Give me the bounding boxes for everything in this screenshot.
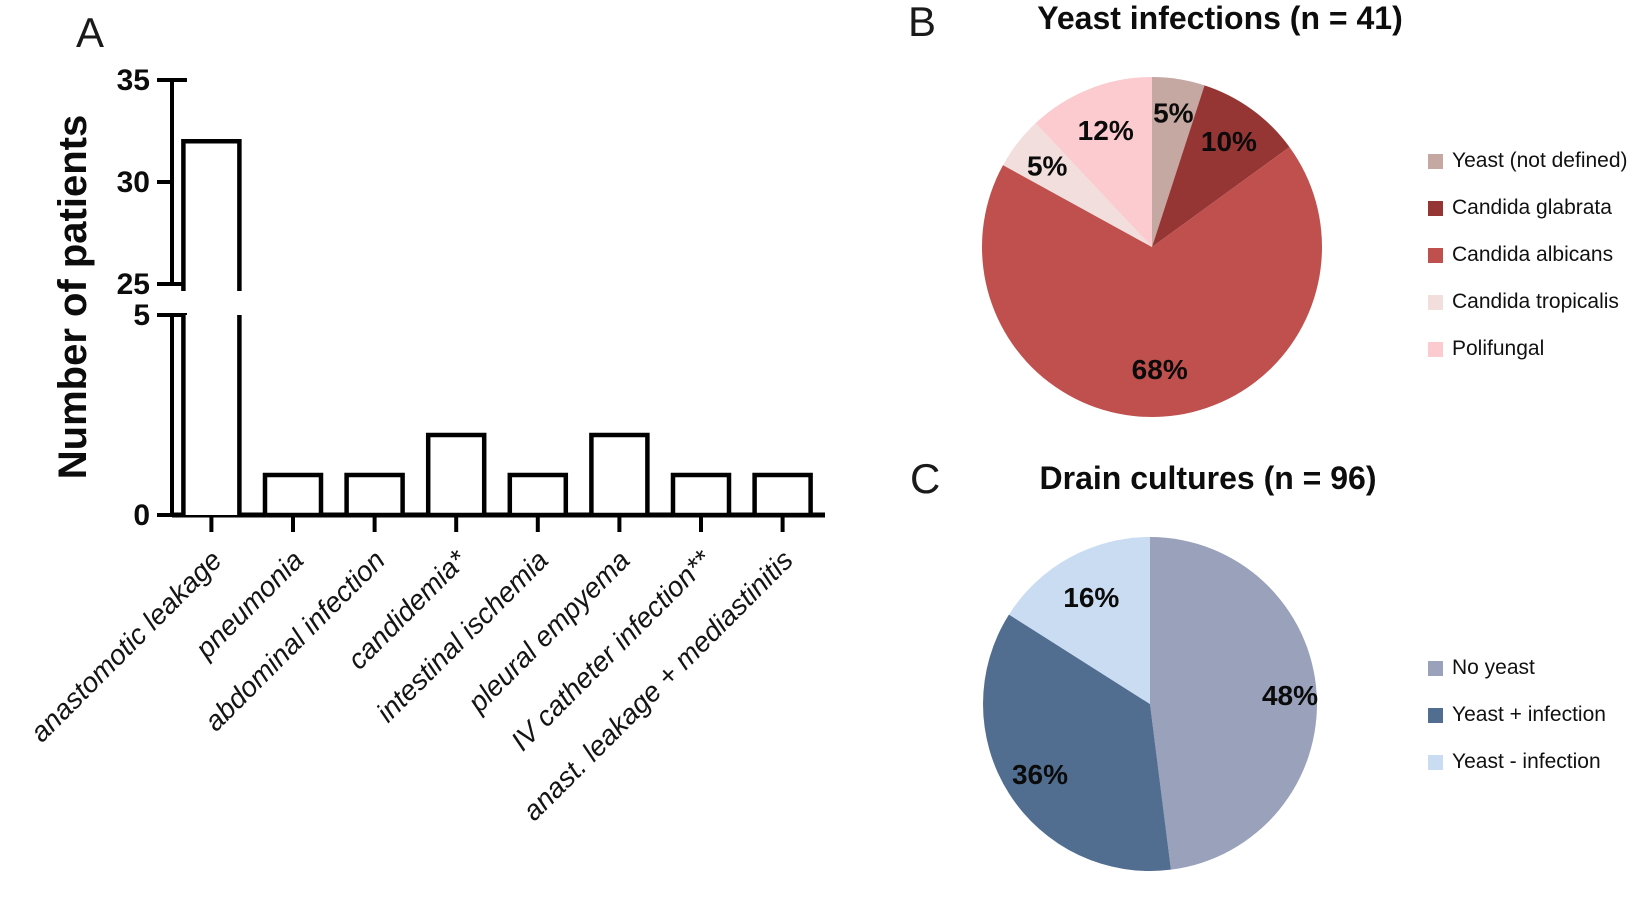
- legend-swatch: [1428, 754, 1443, 770]
- bar-anastomotic-leakage-lower: [181, 315, 242, 515]
- pie-data-label-yeast-infection: 36%: [1012, 759, 1068, 790]
- pie-slice-yeast-not-defined: [1152, 77, 1205, 247]
- legend-swatch: [1428, 247, 1443, 263]
- pie-slice-polifungal: [1035, 77, 1152, 247]
- y-axis-title: Number of patients: [51, 115, 95, 479]
- pie-chart-yeast-infections: 5%10%68%5%12%: [981, 77, 1322, 418]
- legend-swatch: [1428, 294, 1443, 310]
- legend-swatch: [1428, 341, 1443, 357]
- legend-label: Candida glabrata: [1452, 196, 1612, 219]
- pie-data-label-yeast-not-defined: 5%: [1153, 98, 1194, 129]
- y-tick-label: 0: [133, 499, 150, 532]
- legend-label: Candida tropicalis: [1452, 290, 1619, 313]
- bar-anast-leakage-mediastinitis: [752, 472, 813, 518]
- bar-intestinal-ischemia: [507, 472, 569, 518]
- legend-item: Yeast + infection: [1428, 703, 1606, 727]
- legend-label: No yeast: [1452, 656, 1535, 679]
- bar-pneumonia: [262, 472, 324, 518]
- legend-item: Candida albicans: [1428, 243, 1628, 267]
- bar-candidemia: [425, 432, 487, 518]
- pie-data-label-yeast-infection: 16%: [1063, 582, 1119, 613]
- pie-chart-drain-cultures: 48% 36% 16%: [983, 537, 1318, 871]
- pie-data-label-polifungal: 12%: [1078, 115, 1134, 146]
- legend-item: Candida glabrata: [1428, 196, 1628, 220]
- bar-anastomotic-leakage-lower-fill: [183, 315, 240, 515]
- pie-slice-candida-glabrata: [1152, 85, 1290, 247]
- panel-label-c: C: [910, 455, 941, 502]
- y-tick-label: 5: [133, 299, 150, 332]
- legend-label: Yeast (not defined): [1452, 149, 1628, 172]
- legend-drain-cultures: No yeast Yeast + infection Yeast - infec…: [1428, 656, 1606, 774]
- legend-label: Yeast - infection: [1452, 750, 1601, 773]
- legend-label: Polifungal: [1452, 337, 1545, 360]
- y-tick-label: 30: [117, 166, 150, 199]
- pie-slice-candida-albicans: [981, 147, 1322, 418]
- legend-item: Yeast - infection: [1428, 750, 1606, 774]
- legend-swatch: [1428, 660, 1443, 676]
- legend-item: Candida tropicalis: [1428, 290, 1628, 314]
- legend-swatch: [1428, 200, 1443, 216]
- pie-slice-yeast-infection: [1009, 537, 1150, 704]
- panel-label-a: A: [76, 9, 105, 56]
- pie-data-label-candida-tropicalis: 5%: [1027, 151, 1068, 182]
- pie-title-yeast-infections: Yeast infections (n = 41): [1037, 0, 1403, 36]
- legend-yeast-infections: Yeast (not defined) Candida glabrata Can…: [1428, 149, 1628, 361]
- panel-label-b: B: [908, 0, 937, 45]
- bar-anastomotic-leakage-upper: [181, 138, 242, 291]
- pie-data-label-candida-glabrata: 10%: [1201, 126, 1257, 157]
- y-tick-label: 35: [117, 64, 150, 97]
- legend-item: Polifungal: [1428, 337, 1628, 361]
- legend-item: No yeast: [1428, 656, 1606, 680]
- pie-slice-no-yeast: [1150, 537, 1317, 870]
- pie-title-drain-cultures: Drain cultures (n = 96): [1039, 460, 1377, 496]
- legend-swatch: [1428, 707, 1443, 723]
- pie-slice-yeast-infection: [983, 614, 1171, 871]
- pie-slice-candida-tropicalis: [1003, 123, 1152, 247]
- legend-item: Yeast (not defined): [1428, 149, 1628, 173]
- legend-label: Yeast + infection: [1452, 703, 1606, 726]
- bar-abdominal-infection: [344, 472, 405, 518]
- bar-pleural-empyema: [589, 432, 650, 518]
- legend-label: Candida albicans: [1452, 243, 1614, 266]
- pie-data-label-no-yeast: 48%: [1262, 680, 1318, 711]
- pie-data-label-candida-albicans: 68%: [1132, 354, 1188, 385]
- y-tick-label: 25: [117, 268, 150, 301]
- legend-swatch: [1428, 153, 1443, 169]
- bar-iv-catheter-infection: [670, 472, 732, 518]
